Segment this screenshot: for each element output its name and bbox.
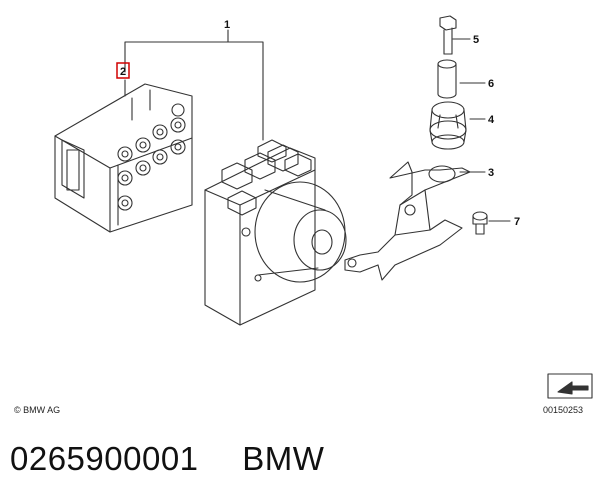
diagram-id-label: 00150253: [543, 405, 584, 415]
hydraulic-unit-part-1: [204, 139, 347, 326]
callout-3: 3: [488, 167, 494, 179]
callout-2-highlight: [116, 62, 130, 79]
arrow-corner-icon: [547, 373, 593, 399]
screw-part-7: [472, 211, 488, 235]
footer: 0265900001 BMW: [10, 440, 324, 478]
callout-4: 4: [488, 114, 495, 126]
callout-6: 6: [488, 78, 494, 90]
parts-diagram: 1 2 3 4 5 6 7: [54, 15, 593, 399]
leader-lines: [124, 29, 511, 222]
callout-5: 5: [473, 34, 479, 46]
callout-2: 2: [120, 66, 126, 78]
bolt-part-5: [439, 15, 457, 55]
callout-7: 7: [514, 216, 520, 228]
callout-1: 1: [224, 19, 230, 31]
control-unit-part-2: [54, 83, 193, 233]
copyright-label: © BMW AG: [14, 405, 61, 415]
sleeve-part-6: [437, 59, 457, 99]
brand-name: BMW: [242, 440, 325, 477]
part-number: 0265900001: [10, 440, 199, 477]
bracket-part-3: [344, 161, 471, 281]
rubber-mount-part-4: [429, 101, 467, 150]
